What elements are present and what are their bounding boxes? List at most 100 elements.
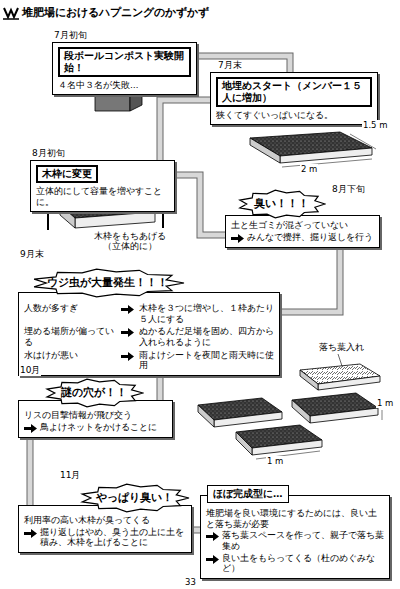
title-text: 木枠に変更 (42, 168, 92, 180)
burst-text: やっぱり臭い！ (96, 491, 173, 504)
dimension-label: 1 m (376, 398, 394, 408)
flow-band (197, 56, 290, 72)
flow-band-edge (197, 56, 290, 72)
process-box: 10月リスの目撃情報が飛び交う鳥よけネットをかけることに謎の穴が！！ (18, 400, 173, 438)
flow-band (280, 248, 340, 312)
flow-band-edge (157, 376, 164, 400)
flow-band-edge (27, 438, 34, 505)
burst-outline (239, 190, 324, 218)
dimension-label: 2 m (300, 164, 318, 174)
burst-callout: やっぱり臭い！ (79, 483, 190, 513)
body-text: 鳥よけネットをかけることに (40, 422, 157, 433)
cause-text: 人数が多すぎ (24, 303, 119, 324)
arrow-symbol (24, 529, 37, 538)
pit-frame (250, 132, 376, 167)
arrow-cell (121, 326, 137, 347)
body-text: 堆肥場を良い環境にするためには、良い土と落ち葉が必要 (206, 508, 384, 529)
arrow-symbol (121, 352, 134, 361)
burst-outline (34, 269, 184, 297)
page-title: 堆肥場におけるハプニングのかずかず (22, 5, 209, 20)
burst-callout: ウジ虫が大量発生！！！ (30, 268, 185, 298)
body-text: 掘り返しはやめ、臭う土の上に土を積み、木枠を上げることに (40, 527, 186, 548)
arrow-symbol (231, 234, 244, 243)
arrow-shape (121, 352, 134, 361)
title-box: 段ボールコンポスト実験開始！ (58, 47, 191, 77)
arrow-shape (231, 234, 244, 243)
arrow-symbol (206, 532, 219, 541)
arrow-cell (121, 350, 137, 371)
arrow-shape (24, 424, 37, 433)
title-text: 地埋めスタート（メンバー１５人に増加） (222, 80, 366, 104)
inner-slot: 木枠に変更 (36, 165, 169, 186)
body-text: 土と生ゴミが混ざっていない (231, 220, 374, 231)
flow-band (160, 376, 161, 400)
flow-band-edge (175, 175, 225, 235)
flow-band (192, 530, 200, 531)
title-text: 段ボールコンポスト実験開始！ (64, 50, 185, 74)
process-box: 7月初旬段ボールコンポスト実験開始！４名中３名が失敗… (52, 42, 197, 95)
flow-band-fill (197, 56, 290, 72)
page-number: 33 (184, 577, 197, 587)
body-text: 立体的にして容量を増やすことに。 (36, 186, 169, 207)
body-text: 落ち葉スペースを作って、親子で落ち葉集め (222, 530, 384, 551)
arrow-shape (24, 529, 37, 538)
title-box: 木枠に変更 (36, 165, 98, 183)
arrow-shape (121, 328, 134, 337)
flow-band-edge (160, 100, 210, 160)
part-label: 木枠をもちあげる（立体的に） (90, 231, 170, 251)
body-text: ４名中３名が失敗… (58, 80, 191, 91)
arrow-symbol (24, 424, 37, 433)
flow-band (175, 175, 225, 235)
month-heading: 9月末 (19, 249, 45, 260)
flow-band-fill (175, 175, 225, 235)
arrow-cell (121, 303, 137, 324)
flow-band-fill (158, 376, 163, 400)
remedy-text: ぬかるんだ足場を固め、四方から入れられるように (139, 326, 274, 347)
title-box: 地埋めスタート（メンバー１５人に増加） (216, 77, 372, 107)
arrow-shape (206, 555, 219, 564)
burst-text: 臭い！！！ (254, 197, 309, 210)
arrow-row: 良い土をもらってくる（杜のめぐみなど） (206, 553, 384, 574)
process-box: 8月初旬木枠に変更立体的にして容量を増やすことに。 (30, 160, 175, 212)
burst-text: ウジ虫が大量発生！！！ (47, 276, 168, 289)
remedy-text: 木枠を３つに増やし、１枠あたり５人にする (139, 303, 274, 324)
flow-band (160, 100, 210, 160)
body-text: みんなで攪拌、掘り返しを行う (247, 232, 373, 243)
arrow-row: 鳥よけネットをかけることに (24, 422, 167, 433)
flow-band-edge (280, 248, 340, 312)
arrow-symbol (206, 555, 219, 564)
month-heading: 11月 (59, 470, 81, 481)
flow-band-fill (160, 100, 210, 160)
burst-outline (47, 379, 143, 407)
body-text: 狭くてすぐいっぱいになる。 (216, 110, 372, 121)
body-text: 利用率の高い木枠が臭ってくる (24, 515, 186, 526)
cause-text: 埋める場所が偏っている (24, 326, 119, 347)
month-heading: 8月下旬 (331, 184, 366, 195)
body-text: 良い土をもらってくる（杜のめぐみなど） (222, 553, 384, 574)
burst-callout: 謎の穴が！！ (44, 378, 144, 408)
flow-band-edge (192, 527, 200, 534)
process-box: 8月下旬土と生ゴミが混ざっていないみんなで攪拌、掘り返しを行う臭い！！！ (225, 215, 380, 248)
arrow-symbol (121, 305, 134, 314)
month-heading: 7月末 (217, 60, 243, 71)
process-box: 9月末人数が多すぎ木枠を３つに増やし、１枠あたり５人にする埋める場所が偏っている… (18, 292, 280, 376)
arrow-shape (206, 532, 219, 541)
process-box: 堆肥場を良い環境にするためには、良い土と落ち葉が必要落ち葉スペースを作って、親子… (200, 495, 390, 579)
title-box: ほぼ完成型に… (207, 485, 289, 503)
month-heading: 10月 (19, 365, 41, 376)
month-heading: 8月初旬 (31, 148, 66, 159)
arrow-row: みんなで攪拌、掘り返しを行う (231, 232, 374, 243)
burst-text: 謎の穴が！！ (61, 386, 127, 399)
inner-slot: 段ボールコンポスト実験開始！ (58, 47, 191, 80)
inner-slot: 地埋めスタート（メンバー１５人に増加） (216, 77, 372, 110)
flow-band-fill (192, 528, 200, 533)
part-label: 落ち葉入れ (318, 342, 365, 352)
burst-outline (82, 484, 189, 512)
flow-band-fill (280, 248, 340, 312)
process-box: 7月末地埋めスタート（メンバー１５人に増加）狭くてすぐいっぱいになる。 (210, 72, 378, 125)
arrow-row: 落ち葉スペースを作って、親子で落ち葉集め (206, 530, 384, 551)
flow-band-fill (28, 438, 33, 505)
dimension-label: 1.5 m (362, 120, 389, 130)
arrow-symbol (121, 328, 134, 337)
